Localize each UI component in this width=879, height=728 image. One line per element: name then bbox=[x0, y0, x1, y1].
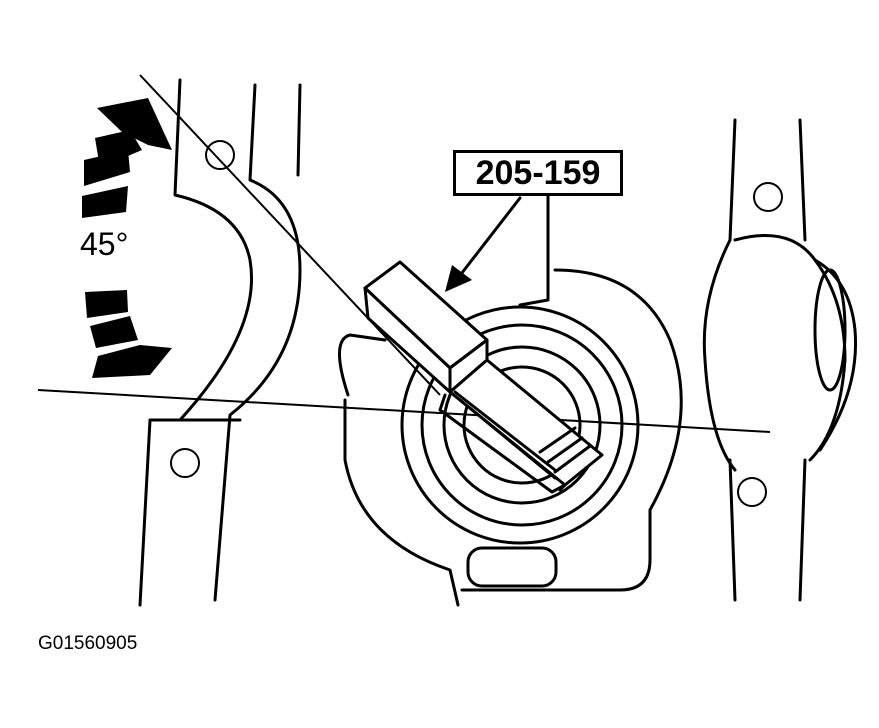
rotation-arrow-icon bbox=[82, 98, 172, 378]
bolt-hole-lower-left bbox=[170, 448, 200, 478]
callout-leader-arrow bbox=[445, 196, 522, 292]
rotation-angle-label: 45° bbox=[80, 226, 129, 262]
figure-id-label: G01560905 bbox=[38, 633, 138, 654]
reference-line-upper bbox=[139, 74, 441, 396]
right-bracket bbox=[702, 118, 858, 602]
bolt-hole-lower-right bbox=[737, 477, 767, 507]
bolt-hole-upper-right bbox=[753, 182, 783, 212]
left-bracket bbox=[138, 78, 302, 607]
reference-line-lower bbox=[37, 389, 771, 433]
slot bbox=[466, 546, 558, 588]
center-plate bbox=[338, 193, 683, 607]
part-number-callout: 205-159 bbox=[453, 150, 623, 196]
adjustment-tool-icon bbox=[363, 260, 604, 494]
part-number-label: 205-159 bbox=[475, 153, 601, 192]
bolt-hole-upper-left bbox=[205, 140, 235, 170]
